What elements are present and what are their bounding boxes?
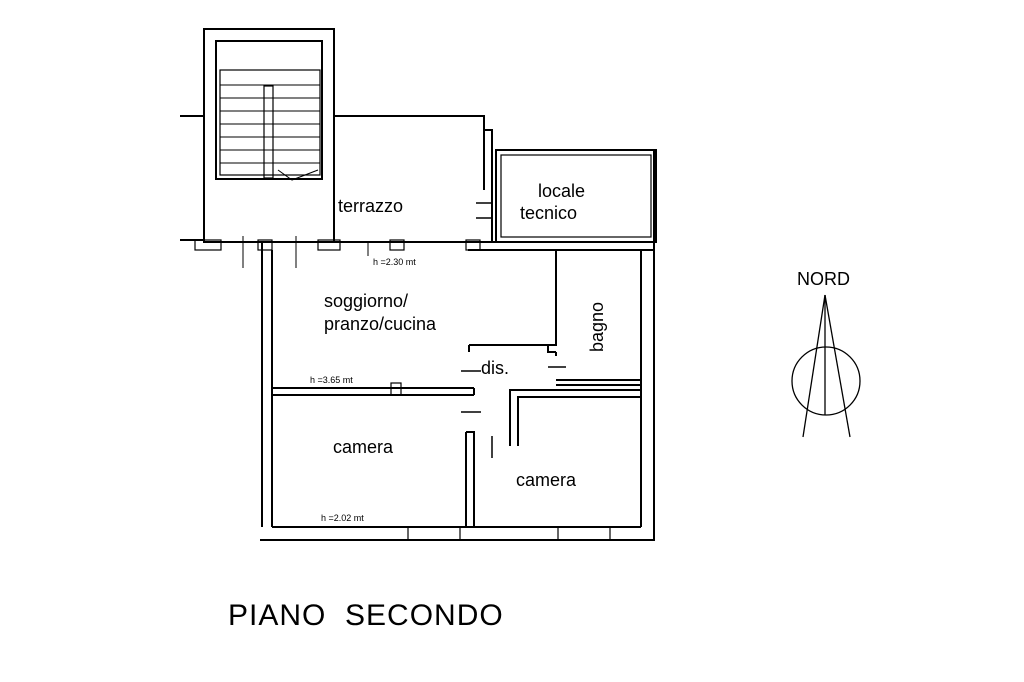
right-bedroom-wall	[509, 389, 641, 446]
stair-railing	[263, 85, 274, 179]
plan-title: PIANO SECONDO	[228, 599, 504, 632]
soggiorno-label-line2: pranzo/cucina	[324, 314, 437, 334]
stair-steps	[220, 84, 320, 164]
locale-tecnico-room	[495, 149, 657, 243]
locale-label-line1: locale	[538, 181, 585, 201]
camera-right-label: camera	[516, 470, 577, 490]
camera-left-label: camera	[333, 437, 394, 457]
stair-arrow	[277, 169, 319, 181]
soggiorno-label-line1: soggiorno/	[324, 291, 408, 311]
height-bedroom: h =2.02 mt	[321, 513, 364, 523]
stairwell-outer	[203, 28, 335, 243]
apartment-right-wall	[260, 150, 655, 541]
terrazzo-label: terrazzo	[338, 196, 403, 216]
terrace-wall	[334, 115, 493, 242]
dis-label: dis.	[481, 358, 509, 378]
height-living: h =3.65 mt	[310, 375, 353, 385]
stair-flight	[219, 69, 321, 176]
stairwell-inner	[215, 40, 323, 180]
north-label: NORD	[797, 269, 850, 289]
bagno-label: bagno	[587, 302, 607, 352]
locale-label-line2: tecnico	[520, 203, 577, 223]
north-arrow-icon	[791, 294, 861, 438]
walls	[180, 28, 657, 541]
bagno-wall	[547, 250, 557, 353]
height-terrace: h =2.30 mt	[373, 257, 416, 267]
